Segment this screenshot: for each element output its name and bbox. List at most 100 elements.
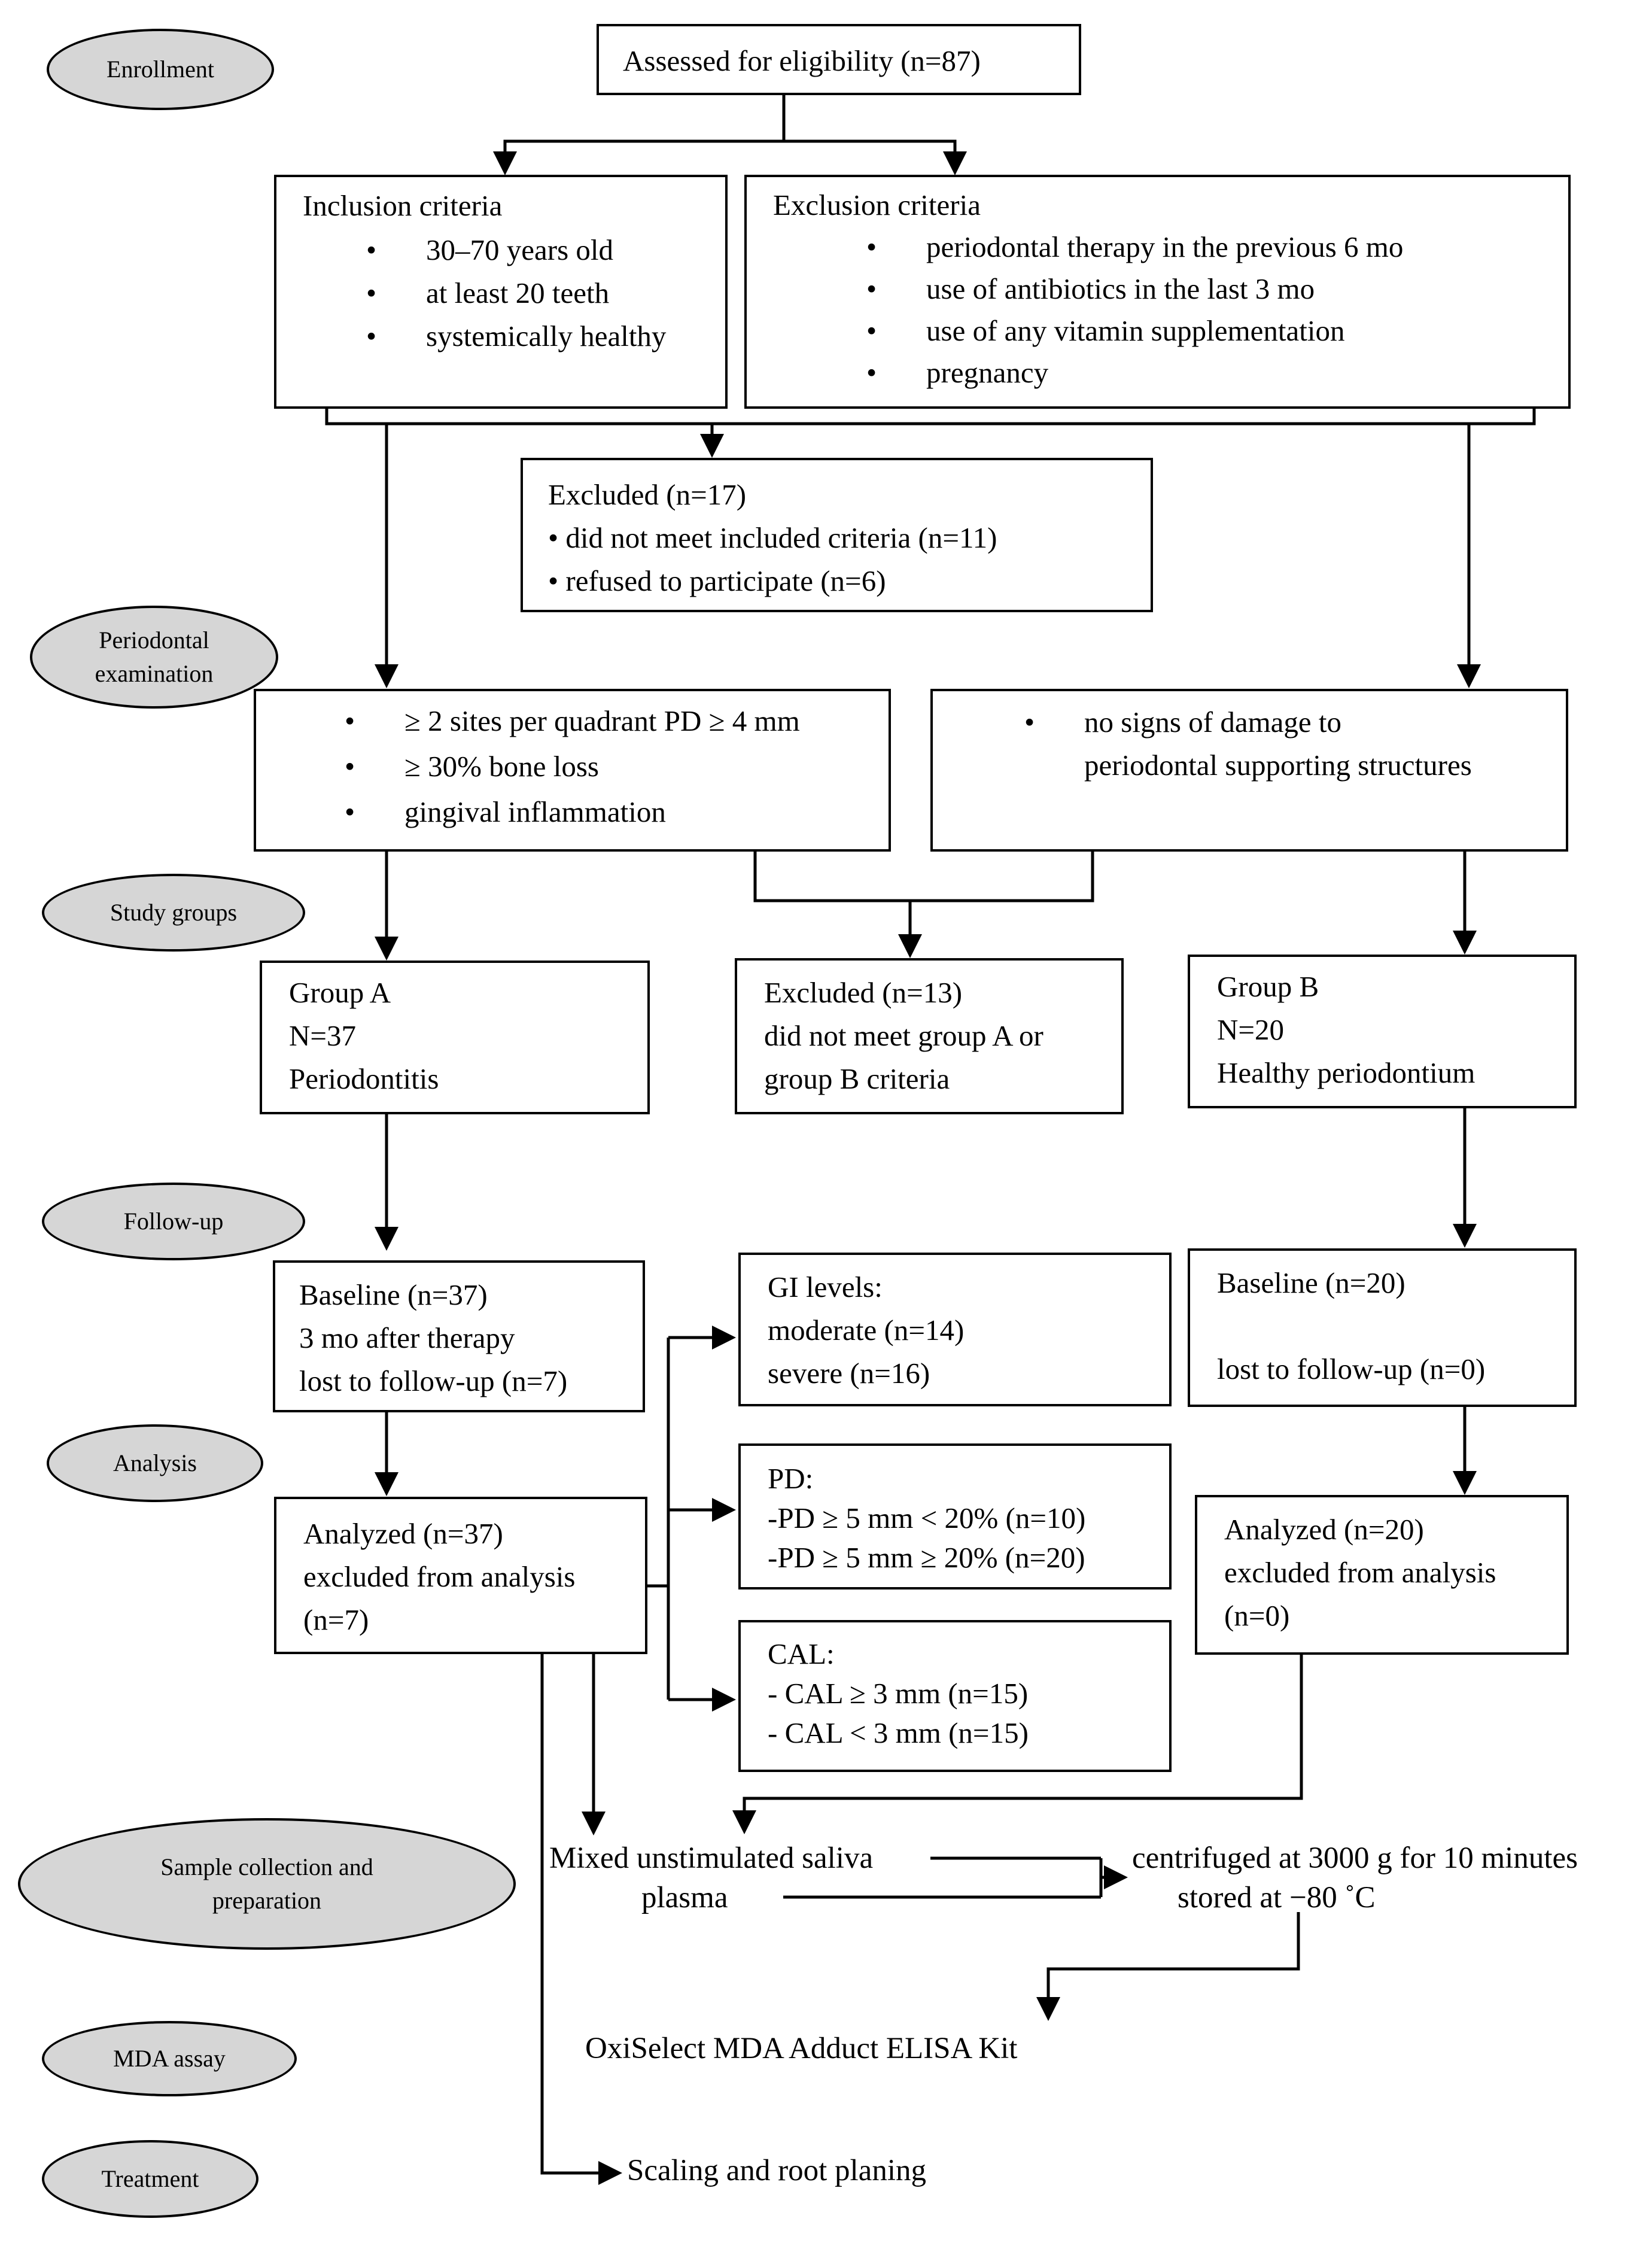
treatment-label: Scaling and root planing <box>627 2154 926 2187</box>
baseline-a-box: Baseline (n=37) 3 mo after therapy lost … <box>273 1260 645 1412</box>
connector-assessed-split <box>493 95 786 175</box>
excluded-groups-title: Excluded (n=13) <box>764 976 963 1009</box>
exam-periodontitis-list: ≥ 2 sites per quadrant PD ≥ 4 mm ≥ 30% b… <box>345 698 889 835</box>
excluded-enrollment-item: • did not meet included criteria (n=11) <box>548 521 997 554</box>
cal-line: - CAL ≥ 3 mm (n=15) <box>768 1677 1029 1710</box>
stage-treatment: Treatment <box>42 2140 258 2218</box>
stage-periodontal-examination-line2: examination <box>95 660 214 687</box>
group-b-count: N=20 <box>1217 1013 1285 1046</box>
group-a-label: Periodontitis <box>289 1062 439 1095</box>
group-b-box: Group B N=20 Healthy periodontium <box>1188 955 1577 1108</box>
analyzed-b-box: Analyzed (n=20) excluded from analysis (… <box>1195 1495 1569 1655</box>
connector-analyzed-b-samples <box>732 1655 1303 1834</box>
group-a-count: N=37 <box>289 1019 357 1052</box>
elisa-label: OxiSelect MDA Adduct ELISA Kit <box>585 2032 1018 2065</box>
excluded-groups-box: Excluded (n=13) did not meet group A or … <box>735 958 1124 1114</box>
stage-follow-up: Follow-up <box>42 1183 305 1260</box>
baseline-a-lost: lost to follow-up (n=7) <box>299 1364 568 1397</box>
stage-periodontal-examination-line1: Periodontal <box>99 627 209 654</box>
inclusion-box: Inclusion criteria 30–70 years old at le… <box>274 175 728 409</box>
baseline-b-box: Baseline (n=20) lost to follow-up (n=0) <box>1188 1248 1577 1407</box>
stage-study-groups: Study groups <box>42 874 305 952</box>
stored-label: stored at −80 ˚C <box>1178 1881 1376 1914</box>
exclusion-item: use of any vitamin supplementation <box>866 310 1568 352</box>
connector-exam-excluded-13 <box>753 852 1094 902</box>
exam-periodontitis-item: gingival inflammation <box>345 789 889 835</box>
exclusion-title: Exclusion criteria <box>773 189 981 221</box>
analyzed-b-line: excluded from analysis <box>1224 1556 1496 1589</box>
exam-periodontitis-item: ≥ 2 sites per quadrant PD ≥ 4 mm <box>345 698 889 744</box>
excluded-groups-line: did not meet group A or <box>764 1019 1043 1052</box>
connector-storage-elisa <box>1036 1912 1300 2021</box>
analyzed-a-title: Analyzed (n=37) <box>303 1517 503 1550</box>
cal-box: CAL: - CAL ≥ 3 mm (n=15) - CAL < 3 mm (n… <box>738 1620 1172 1772</box>
analyzed-b-title: Analyzed (n=20) <box>1224 1513 1424 1546</box>
analyzed-b-line: (n=0) <box>1224 1599 1290 1632</box>
gi-levels-severe: severe (n=16) <box>768 1357 930 1390</box>
inclusion-item: at least 20 teeth <box>366 272 725 315</box>
stage-analysis: Analysis <box>47 1424 263 1502</box>
connector-assessed-split-right <box>784 139 967 175</box>
exam-healthy-item-continued: periodontal supporting structures <box>1084 749 1472 782</box>
analyzed-a-line: excluded from analysis <box>303 1560 576 1593</box>
assessed-text: Assessed for eligibility (n=87) <box>623 44 981 77</box>
gi-levels-title: GI levels: <box>768 1271 883 1303</box>
inclusion-title: Inclusion criteria <box>303 189 503 222</box>
excluded-enrollment-box: Excluded (n=17) • did not meet included … <box>521 458 1153 612</box>
exclusion-item: use of antibiotics in the last 3 mo <box>866 268 1568 310</box>
assessed-box: Assessed for eligibility (n=87) <box>597 24 1081 95</box>
inclusion-item: systemically healthy <box>366 315 725 358</box>
stage-mda-assay: MDA assay <box>42 2021 297 2096</box>
baseline-a-line: 3 mo after therapy <box>299 1321 515 1354</box>
exam-healthy-box: no signs of damage to periodontal suppor… <box>930 689 1568 852</box>
group-b-title: Group B <box>1217 970 1319 1003</box>
saliva-label: Mixed unstimulated saliva <box>549 1841 874 1875</box>
analyzed-a-box: Analyzed (n=37) excluded from analysis (… <box>274 1497 647 1654</box>
exam-healthy-list: no signs of damage to <box>1024 701 1566 744</box>
group-b-label: Healthy periodontium <box>1217 1056 1475 1089</box>
gi-levels-box: GI levels: moderate (n=14) severe (n=16) <box>738 1253 1172 1406</box>
exclusion-item: pregnancy <box>866 352 1568 394</box>
stage-sample-collection-line2: preparation <box>212 1887 322 1914</box>
baseline-b-title: Baseline (n=20) <box>1217 1266 1405 1299</box>
stage-periodontal-examination: Periodontal examination <box>30 606 278 709</box>
exclusion-item: periodontal therapy in the previous 6 mo <box>866 226 1568 268</box>
baseline-b-spacer <box>1217 1305 1574 1348</box>
gi-levels-moderate: moderate (n=14) <box>768 1314 965 1347</box>
exam-periodontitis-box: ≥ 2 sites per quadrant PD ≥ 4 mm ≥ 30% b… <box>254 689 891 852</box>
inclusion-item: 30–70 years old <box>366 229 725 272</box>
exclusion-box: Exclusion criteria periodontal therapy i… <box>744 175 1571 409</box>
stage-sample-collection-line1: Sample collection and <box>160 1853 373 1880</box>
cal-title: CAL: <box>768 1637 835 1670</box>
pd-line: -PD ≥ 5 mm ≥ 20% (n=20) <box>768 1541 1085 1574</box>
stage-enrollment: Enrollment <box>47 29 274 110</box>
plasma-label: plasma <box>641 1881 728 1914</box>
inclusion-list: 30–70 years old at least 20 teeth system… <box>366 229 725 358</box>
baseline-a-title: Baseline (n=37) <box>299 1278 488 1311</box>
exam-periodontitis-item: ≥ 30% bone loss <box>345 744 889 789</box>
pd-title: PD: <box>768 1462 814 1495</box>
group-a-box: Group A N=37 Periodontitis <box>260 961 650 1114</box>
pd-line: -PD ≥ 5 mm < 20% (n=10) <box>768 1502 1086 1534</box>
group-a-title: Group A <box>289 976 391 1009</box>
stage-analysis-label: Analysis <box>113 1449 197 1476</box>
stage-enrollment-label: Enrollment <box>107 56 214 83</box>
excluded-groups-line: group B criteria <box>764 1062 950 1095</box>
stage-follow-up-label: Follow-up <box>123 1208 224 1235</box>
stage-study-groups-label: Study groups <box>109 899 238 926</box>
cal-line: - CAL < 3 mm (n=15) <box>768 1716 1029 1749</box>
excluded-enrollment-title: Excluded (n=17) <box>548 478 747 511</box>
excluded-enrollment-item: • refused to participate (n=6) <box>548 564 886 597</box>
stage-mda-assay-label: MDA assay <box>113 2045 226 2072</box>
analyzed-a-line: (n=7) <box>303 1603 369 1636</box>
exclusion-list: periodontal therapy in the previous 6 mo… <box>866 226 1568 394</box>
baseline-b-lost: lost to follow-up (n=0) <box>1217 1353 1486 1385</box>
stage-sample-collection: Sample collection and preparation <box>18 1818 516 1950</box>
stage-treatment-label: Treatment <box>101 2165 199 2192</box>
exam-healthy-item: no signs of damage to <box>1024 701 1566 744</box>
pd-box: PD: -PD ≥ 5 mm < 20% (n=10) -PD ≥ 5 mm ≥… <box>738 1443 1172 1589</box>
connector-criteria-merge <box>325 409 1536 426</box>
connector-analyzed-a-treatment <box>540 1654 622 2185</box>
